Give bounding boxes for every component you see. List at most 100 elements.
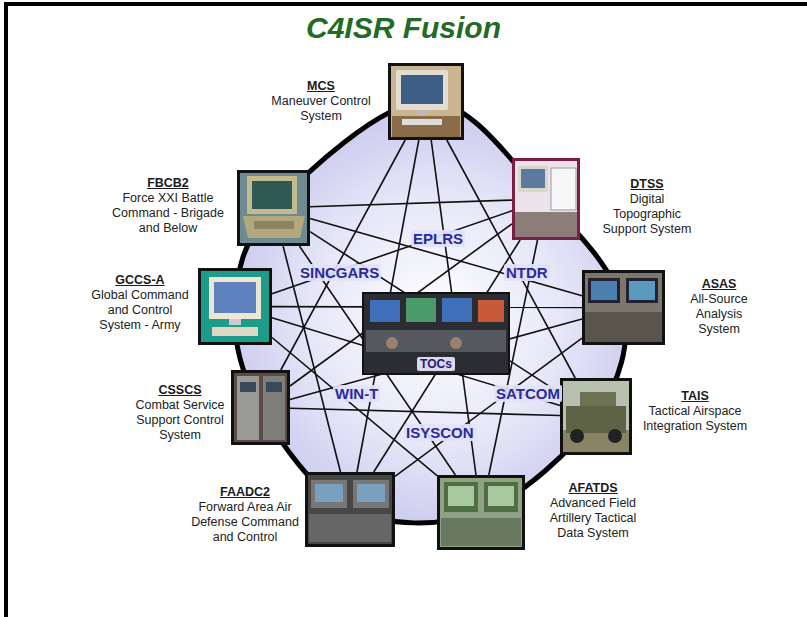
picture-ground: [362, 292, 510, 375]
dtss-picture: [512, 158, 580, 240]
network-link: [290, 224, 512, 386]
system-name: Tactical Airspace Integration System: [642, 404, 748, 434]
csscs-picture: [231, 370, 290, 445]
keyboard: [212, 327, 258, 336]
picture-ground: [237, 170, 310, 246]
desk: [309, 514, 391, 542]
system-label: TAISTactical Airspace Integration System: [642, 389, 748, 434]
system-name: Maneuver Control System: [265, 94, 377, 124]
picture-ground: [388, 63, 464, 140]
keyboard: [402, 119, 442, 125]
hub-name: TOCs: [417, 357, 455, 371]
hub-label: TOCs: [364, 354, 508, 372]
system-abbreviation: CSSCS: [130, 383, 230, 398]
system-label: ASASAll-Source Analysis System: [676, 277, 762, 337]
system-abbreviation: GCCS-A: [87, 273, 193, 288]
tais-picture: [560, 378, 632, 455]
keyboard: [254, 221, 294, 229]
picture-ground: [437, 475, 525, 550]
network-name: EPLRS: [411, 230, 465, 247]
system-label: MCSManeuver Control System: [265, 79, 377, 124]
system-node: TAISTactical Airspace Integration System: [560, 378, 632, 455]
system-name: Force XXI Battle Command - Brigade and B…: [103, 191, 233, 236]
screen: [478, 300, 504, 322]
monitor: [518, 166, 548, 192]
system-abbreviation: FAADC2: [185, 485, 305, 500]
screen: [370, 300, 400, 322]
system-name: Digital Topographic Support System: [595, 192, 699, 237]
console: [444, 482, 478, 512]
screen: [401, 75, 443, 104]
picture-ground: [512, 158, 580, 240]
hub-node: TOCs: [362, 292, 510, 375]
rack: [237, 376, 259, 440]
desk: [392, 116, 460, 138]
network-name: WIN-T: [333, 385, 380, 402]
system-label: GCCS-AGlobal Command and Control System …: [87, 273, 193, 333]
system-name: Advanced Field Artillery Tactical Data S…: [535, 496, 651, 541]
mcs-picture: [388, 63, 464, 140]
frame-line: [4, 2, 807, 6]
system-label: DTSSDigital Topographic Support System: [595, 177, 699, 237]
laptop-lid: [247, 176, 297, 214]
screen: [448, 486, 474, 506]
screen: [315, 484, 343, 502]
picture-ground: [198, 268, 272, 345]
toc-picture: [362, 292, 510, 375]
screen: [629, 281, 655, 300]
system-name: Forward Area Air Defense Command and Con…: [185, 500, 305, 545]
vehicle-body: [566, 406, 626, 433]
wheel: [608, 429, 622, 443]
system-abbreviation: DTSS: [595, 177, 699, 192]
panel: [240, 382, 256, 392]
afatds-picture: [437, 475, 525, 550]
system-abbreviation: MCS: [265, 79, 377, 94]
asas-picture: [582, 270, 665, 345]
network-link: [290, 408, 560, 415]
console: [484, 482, 518, 512]
monitor: [209, 277, 261, 319]
operator: [450, 337, 462, 349]
system-node: CSSCSCombat Service Support Control Syst…: [231, 370, 290, 445]
desk: [441, 518, 521, 546]
monitor: [396, 70, 448, 110]
system-name: Combat Service Support Control System: [130, 398, 230, 443]
screen: [591, 281, 617, 300]
picture-ground: [582, 270, 665, 345]
system-name: Global Command and Control System - Army: [87, 288, 193, 333]
system-abbreviation: FBCB2: [103, 176, 233, 191]
wheel: [570, 429, 584, 443]
console: [311, 480, 347, 508]
plotter: [551, 168, 576, 210]
system-node: GCCS-AGlobal Command and Control System …: [198, 268, 272, 345]
system-label: CSSCSCombat Service Support Control Syst…: [130, 383, 230, 443]
picture-ground: [305, 472, 395, 547]
ring-outline: [235, 101, 626, 523]
rack: [263, 376, 285, 440]
system-label: FAADC2Forward Area Air Defense Command a…: [185, 485, 305, 545]
console: [353, 480, 389, 508]
monitor: [626, 278, 658, 303]
picture-ground: [560, 378, 632, 455]
faadc2-picture: [305, 472, 395, 547]
gccs-a-picture: [198, 268, 272, 345]
laptop-base: [243, 216, 305, 238]
system-label: FBCB2Force XXI Battle Command - Brigade …: [103, 176, 233, 236]
screen: [214, 282, 256, 313]
network-name: SATCOM: [494, 385, 562, 402]
operator: [386, 337, 398, 349]
system-abbreviation: ASAS: [676, 277, 762, 292]
system-node: ASASAll-Source Analysis System: [582, 270, 665, 345]
console: [366, 330, 506, 352]
network-name: NTDR: [504, 264, 550, 281]
network-name: ISYSCON: [404, 424, 476, 441]
network-name: SINCGARS: [298, 264, 381, 281]
system-name: All-Source Analysis System: [676, 292, 762, 337]
desk: [515, 212, 577, 237]
screen: [521, 169, 545, 188]
system-node: FBCB2Force XXI Battle Command - Brigade …: [237, 170, 310, 246]
screen: [252, 181, 292, 209]
screen: [406, 298, 436, 322]
system-node: FAADC2Forward Area Air Defense Command a…: [305, 472, 395, 547]
diagram-title: C4ISR Fusion: [0, 10, 807, 46]
